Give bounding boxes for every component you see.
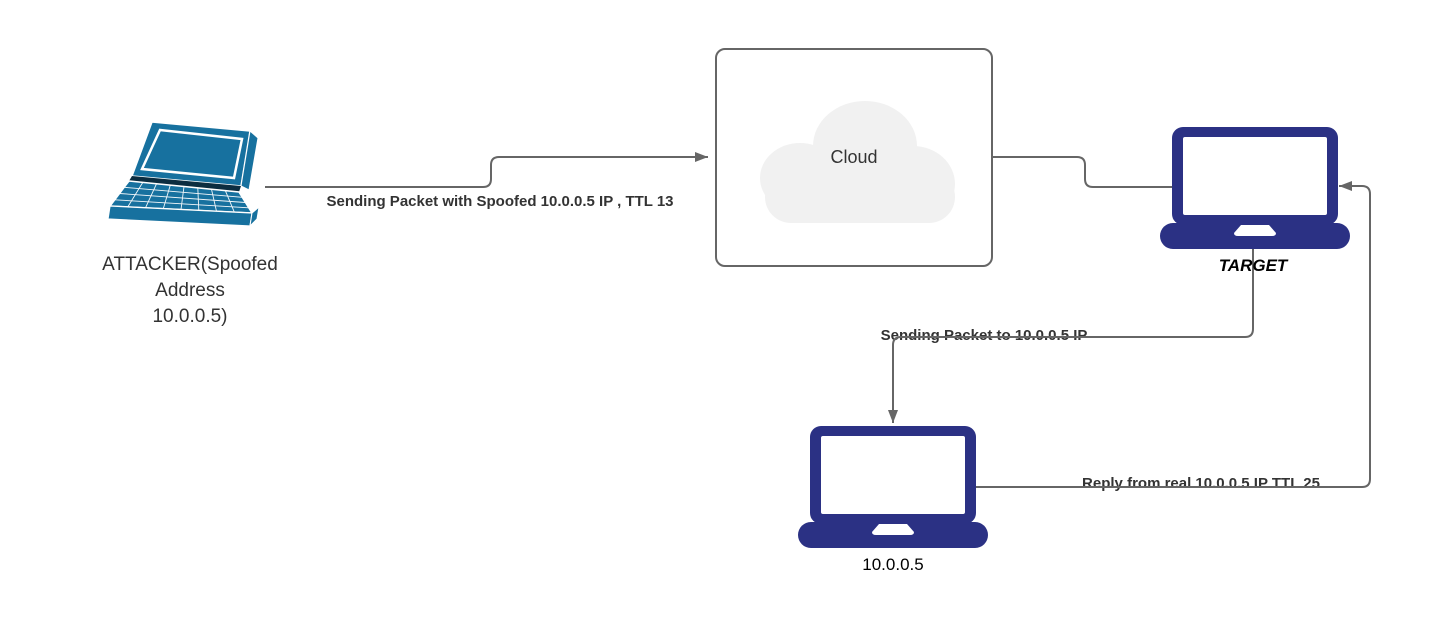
target-laptop-icon — [1160, 127, 1350, 249]
edge-label-sending-packet: Sending Packet to 10.0.0.5 IP — [880, 327, 1088, 344]
attacker-label-line1: ATTACKER(Spoofed — [102, 254, 278, 275]
cloud-icon — [760, 101, 955, 223]
connector-attacker-to-cloud — [265, 152, 708, 188]
edge-label-spoofed-packet: Sending Packet with Spoofed 10.0.0.5 IP … — [326, 193, 674, 210]
attacker-label: ATTACKER(Spoofed Address 10.0.0.5) — [102, 252, 278, 330]
attacker-laptop-3d-icon — [107, 121, 260, 228]
attacker-label-line3: 10.0.0.5) — [152, 306, 228, 327]
edge-label-reply-packet: Reply from real 10.0.0.5 IP TTL 25 — [1082, 475, 1320, 492]
target-label: TARGET — [1218, 256, 1288, 275]
cloud-box: Cloud — [715, 48, 993, 267]
cloud-label: Cloud — [830, 147, 878, 167]
attacker-label-line2: Address — [155, 280, 225, 301]
real-host-laptop-icon — [798, 426, 988, 548]
real-host-label: 10.0.0.5 — [862, 555, 924, 574]
connector-cloud-to-target — [993, 156, 1172, 188]
